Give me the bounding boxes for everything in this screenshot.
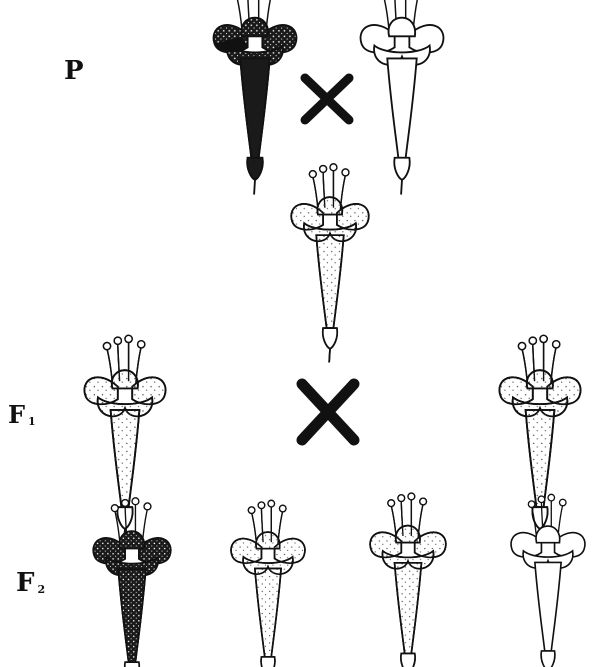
flower-p-offspring bbox=[291, 164, 369, 363]
flower-f1-right bbox=[499, 335, 580, 543]
cross-symbol-parent bbox=[305, 78, 349, 120]
flower-parent-dark bbox=[214, 0, 297, 195]
flower-f2-speckled-1 bbox=[231, 500, 305, 667]
flower-parent-light bbox=[361, 0, 444, 195]
flower-f2-light bbox=[511, 494, 585, 667]
flower-f2-speckled-2 bbox=[370, 493, 446, 667]
cross-symbol-f1 bbox=[302, 384, 354, 440]
flower-f2-dark bbox=[93, 498, 171, 667]
